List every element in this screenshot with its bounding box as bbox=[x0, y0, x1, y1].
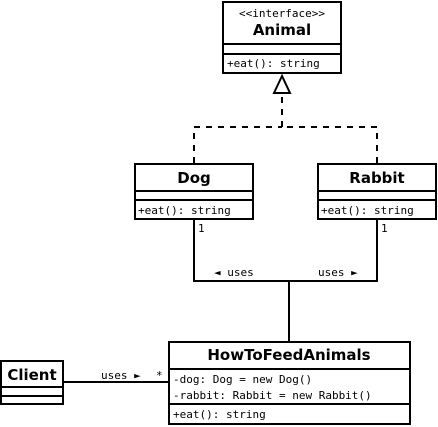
class-dog-name: Dog bbox=[177, 169, 211, 187]
realization-edges bbox=[193, 73, 378, 163]
class-client[interactable]: Client bbox=[0, 360, 64, 405]
uses-label-client: uses ► bbox=[101, 369, 141, 382]
class-how-to-feed-animals-attribute: -rabbit: Rabbit = new Rabbit() bbox=[173, 389, 372, 402]
realization-arrowhead-icon bbox=[272, 73, 292, 94]
uses-label-rabbit: uses ► bbox=[318, 266, 358, 279]
class-animal-operation: +eat(): string bbox=[227, 57, 320, 70]
class-rabbit-operation: +eat(): string bbox=[321, 204, 414, 217]
multiplicity-rabbit: 1 bbox=[381, 222, 388, 235]
association-edge-dog bbox=[193, 219, 289, 282]
class-animal-stereotype: <<interface>> bbox=[239, 7, 325, 20]
realization-edge-rabbit bbox=[282, 126, 378, 163]
class-animal-name: Animal bbox=[253, 21, 311, 39]
class-how-to-feed-animals[interactable]: HowToFeedAnimals -dog: Dog = new Dog() -… bbox=[168, 341, 411, 425]
relation-labels: 1 1 ◄ uses uses ► uses ► * bbox=[101, 222, 388, 382]
class-rabbit[interactable]: Rabbit +eat(): string bbox=[317, 163, 437, 220]
uses-label-dog: ◄ uses bbox=[214, 266, 254, 279]
multiplicity-client: * bbox=[156, 369, 163, 382]
association-edges bbox=[63, 219, 378, 383]
association-edge-rabbit bbox=[289, 219, 378, 282]
class-dog[interactable]: Dog +eat(): string bbox=[134, 163, 254, 220]
class-rabbit-name: Rabbit bbox=[349, 169, 404, 187]
class-animal[interactable]: <<interface>> Animal +eat(): string bbox=[222, 1, 342, 74]
class-how-to-feed-animals-name: HowToFeedAnimals bbox=[207, 346, 370, 364]
class-client-name: Client bbox=[7, 366, 56, 384]
class-dog-operation: +eat(): string bbox=[138, 204, 231, 217]
realization-edge-dog bbox=[193, 126, 282, 163]
class-how-to-feed-animals-attribute: -dog: Dog = new Dog() bbox=[173, 373, 312, 386]
class-how-to-feed-animals-operation: +eat(): string bbox=[173, 408, 266, 421]
multiplicity-dog: 1 bbox=[198, 222, 205, 235]
